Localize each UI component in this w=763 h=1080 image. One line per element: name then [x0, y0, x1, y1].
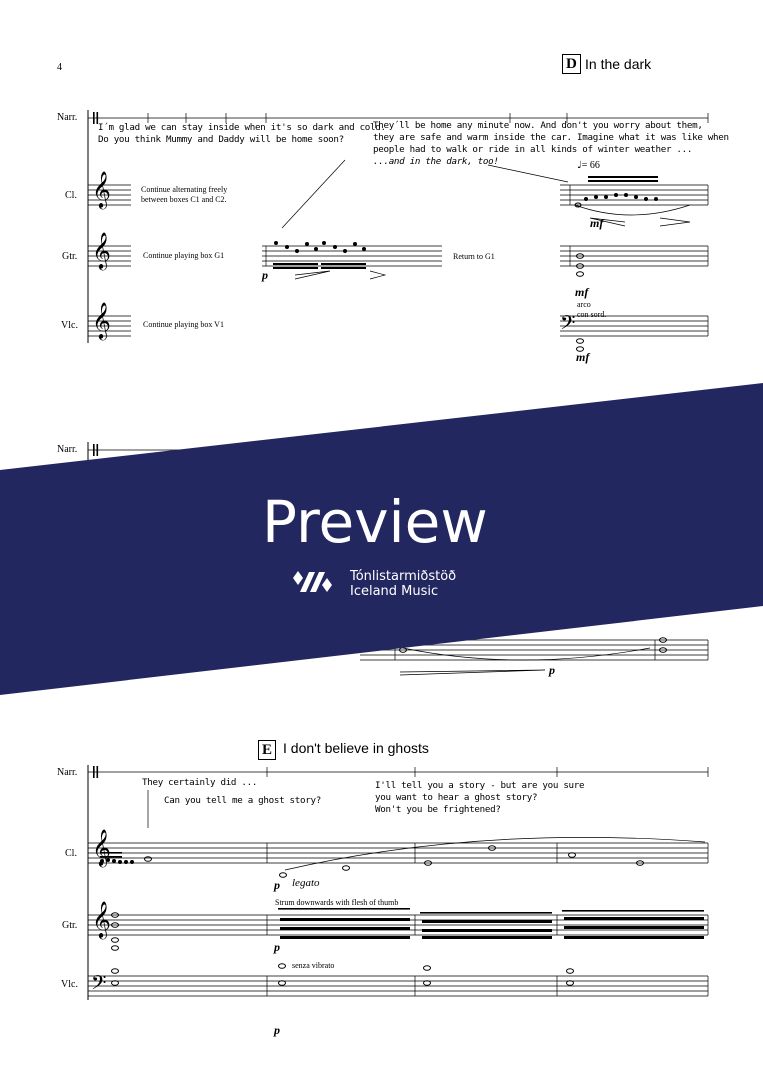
narr-reply-text: I'll tell you a story - but are you sure…	[375, 780, 585, 816]
quarter-note-icon: ♩	[577, 160, 582, 171]
gtr-notes-1	[273, 176, 658, 269]
narr-ticks	[147, 113, 709, 123]
instrument-label-narr: Narr.	[57, 112, 78, 123]
instrument-label-gtr: Gtr.	[62, 920, 78, 931]
narr-line: ...and in the dark, too!	[373, 156, 499, 167]
crescendo-hairpin	[294, 270, 331, 280]
cue-arrow	[487, 164, 569, 183]
instrument-label-cl: Cl.	[65, 848, 77, 859]
narr-line: I'll tell you a story - but are you sure	[375, 780, 585, 791]
vlc-instruction: Continue playing box V1	[143, 320, 224, 329]
page-number: 4	[57, 62, 62, 73]
iceland-music-logo-icon	[293, 571, 332, 592]
cl-instruction: Continue alternating freely between boxe…	[141, 185, 227, 205]
preview-title: Preview	[262, 488, 488, 556]
arco-marking: arco	[577, 300, 591, 309]
brand-line: Iceland Music	[350, 584, 439, 599]
treble-clef-icon: 𝄞	[92, 231, 111, 269]
senza-vibrato-marking: senza vibrato	[292, 961, 335, 970]
instruction-line: between boxes C1 and C2.	[141, 195, 227, 204]
dynamic-mf: mf	[590, 216, 604, 230]
slur	[574, 204, 691, 216]
decrescendo-hairpin	[399, 669, 546, 676]
narr-line: Do you think Mummy and Daddy will be hom…	[98, 134, 344, 145]
narr-line: they are safe and warm inside the car. I…	[373, 132, 729, 143]
instrument-label-cl: Cl.	[65, 190, 77, 201]
dynamic-p: p	[274, 1023, 280, 1037]
narr-line: Won't you be frightened?	[375, 804, 501, 815]
treble-clef-icon: 𝄞	[92, 900, 111, 938]
decrescendo-hairpin	[369, 270, 387, 280]
gtr-strum-notes-3	[100, 852, 704, 939]
brand-line: Tónlistarmiðstöð	[350, 569, 457, 584]
cl-staff-1	[88, 184, 709, 206]
instrument-label-vlc: Vlc.	[61, 979, 78, 990]
instrument-label-narr: Narr.	[57, 767, 78, 778]
instruction-line: Continue alternating freely	[141, 185, 228, 194]
bass-clef-icon: 𝄢	[91, 971, 107, 999]
tempo-value: = 66	[581, 160, 600, 171]
dynamic-mf: mf	[575, 285, 589, 299]
decrescendo-hairpin	[659, 217, 691, 227]
dynamic-p: p	[549, 663, 555, 677]
narr-line: They´ll be home any minute now. And don'…	[373, 120, 703, 131]
dynamic-mf: mf	[576, 350, 590, 364]
vlc-staff-3	[88, 975, 709, 997]
brand-name: Tónlistarmiðstöð Iceland Music	[350, 569, 456, 599]
gtr-instruction: Continue playing box G1	[143, 251, 225, 260]
bass-clef-icon: 𝄢	[560, 311, 576, 339]
strum-instruction: Strum downwards with flesh of thumb	[275, 898, 399, 907]
dynamic-p: p	[262, 268, 268, 282]
narr-line: people had to walk or ride in all kinds …	[373, 144, 693, 155]
dynamic-p: p	[274, 940, 280, 954]
con-sord-marking: con sord.	[577, 310, 607, 319]
narr-line: I´m glad we can stay inside when it's so…	[98, 122, 386, 133]
cl-staff-3	[88, 836, 709, 871]
treble-clef-icon: 𝄞	[92, 301, 111, 339]
instrument-label-vlc: Vlc.	[61, 320, 78, 331]
tempo-marking: ♩= 66	[577, 160, 600, 171]
narr-text: I´m glad we can stay inside when it's so…	[98, 122, 386, 146]
rehearsal-mark-d: D	[562, 54, 581, 74]
narr-text: They certainly did ...	[142, 777, 258, 788]
rehearsal-mark-e: E	[258, 740, 277, 760]
narr-text: Can you tell me a ghost story?	[164, 795, 321, 806]
treble-clef-icon: 𝄞	[92, 170, 111, 208]
legato-marking: legato	[292, 877, 320, 889]
section-title-d: In the dark	[585, 56, 652, 72]
section-title-e: I don't believe in ghosts	[283, 740, 429, 756]
narr-ticks	[266, 767, 709, 777]
narr-reply-text: They´ll be home any minute now. And don'…	[373, 120, 729, 168]
crescendo-hairpin	[589, 217, 626, 227]
instrument-label-gtr: Gtr.	[62, 251, 78, 262]
dynamic-p: p	[274, 878, 280, 892]
treble-clef-icon: 𝄞	[92, 828, 111, 866]
gtr-return-instruction: Return to G1	[453, 252, 495, 261]
cue-arrow	[281, 159, 346, 229]
slur	[284, 836, 706, 871]
vlc-staff-1	[88, 315, 709, 337]
instrument-label-narr: Narr.	[57, 444, 78, 455]
gtr-staff-1	[88, 245, 709, 267]
narr-line: you want to hear a ghost story?	[375, 792, 538, 803]
staff-2	[360, 639, 708, 661]
tie	[402, 647, 651, 661]
